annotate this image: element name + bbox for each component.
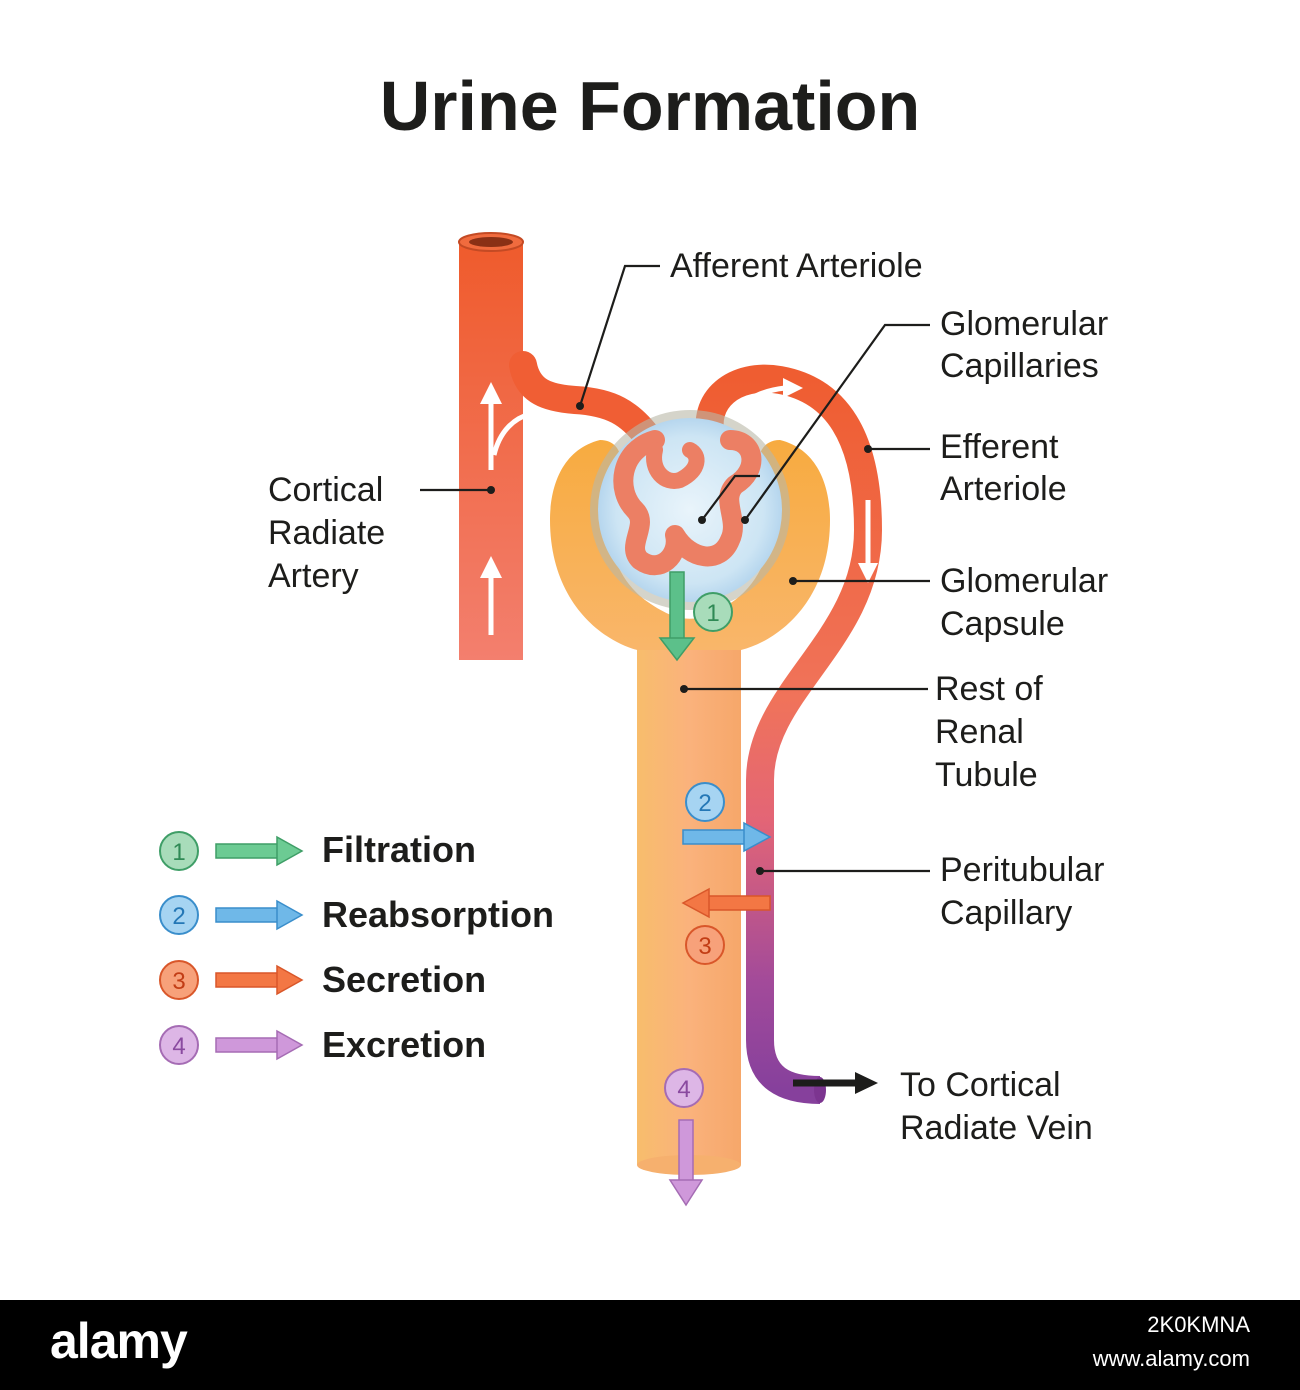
- svg-text:Secretion: Secretion: [322, 959, 486, 1000]
- step-1-badge: 1: [693, 592, 733, 632]
- urine-formation-diagram: Urine Formation: [159, 67, 1118, 1207]
- label-cortical-radiate-artery: Cortical Radiate Artery: [268, 471, 395, 595]
- label-glomerular-capillaries: Glomerular Capillaries: [940, 305, 1118, 385]
- label-to-cortical-radiate-vein: To Cortical Radiate Vein: [900, 1066, 1093, 1147]
- reabsorption-arrow: [682, 821, 772, 853]
- label-glomerular-capsule: Glomerular Capsule: [940, 562, 1118, 643]
- legend: 1 Filtration 2 Reabsorption 3 Secretion …: [159, 829, 554, 1065]
- svg-text:4: 4: [677, 1076, 690, 1103]
- legend-item-filtration: 1 Filtration: [159, 829, 476, 871]
- image-id: 2K0KMNA: [1147, 1312, 1250, 1337]
- step-2-badge: 2: [685, 782, 725, 822]
- svg-text:1: 1: [706, 600, 719, 627]
- to-vein-arrow: [793, 1072, 878, 1094]
- svg-text:Reabsorption: Reabsorption: [322, 894, 554, 935]
- leader-lines: [420, 264, 930, 875]
- legend-item-excretion: 4 Excretion: [159, 1024, 486, 1065]
- svg-text:Excretion: Excretion: [322, 1024, 486, 1065]
- label-afferent-arteriole: Afferent Arteriole: [670, 247, 923, 285]
- label-peritubular-capillary: Peritubular Capillary: [940, 851, 1114, 932]
- svg-text:Filtration: Filtration: [322, 829, 476, 870]
- excretion-arrow: [668, 1119, 704, 1207]
- svg-text:3: 3: [172, 968, 185, 995]
- svg-text:1: 1: [172, 839, 185, 866]
- step-4-badge: 4: [664, 1068, 704, 1108]
- step-3-badge: 3: [685, 925, 725, 965]
- glomerular-capsule: [550, 440, 830, 650]
- watermark-footer: alamy 2K0KMNA www.alamy.com: [0, 1300, 1300, 1390]
- label-efferent-arteriole: Efferent Arteriole: [940, 428, 1068, 508]
- page-title: Urine Formation: [380, 67, 921, 145]
- artery-flow-arrows: [480, 382, 548, 635]
- legend-item-secretion: 3 Secretion: [159, 959, 486, 1000]
- secretion-arrow: [681, 887, 771, 919]
- afferent-arteriole: [509, 351, 664, 454]
- svg-text:3: 3: [698, 933, 711, 960]
- svg-text:4: 4: [172, 1033, 185, 1060]
- svg-text:2: 2: [172, 903, 185, 930]
- glomerulus: [590, 410, 790, 610]
- site-url: www.alamy.com: [1092, 1346, 1250, 1371]
- brand-logo: alamy: [50, 1313, 188, 1369]
- efferent-flow-arrows: [736, 378, 878, 583]
- filtration-arrow: [658, 571, 696, 662]
- svg-text:2: 2: [698, 790, 711, 817]
- legend-item-reabsorption: 2 Reabsorption: [159, 894, 554, 935]
- label-rest-of-renal-tubule: Rest of Renal Tubule: [935, 670, 1052, 794]
